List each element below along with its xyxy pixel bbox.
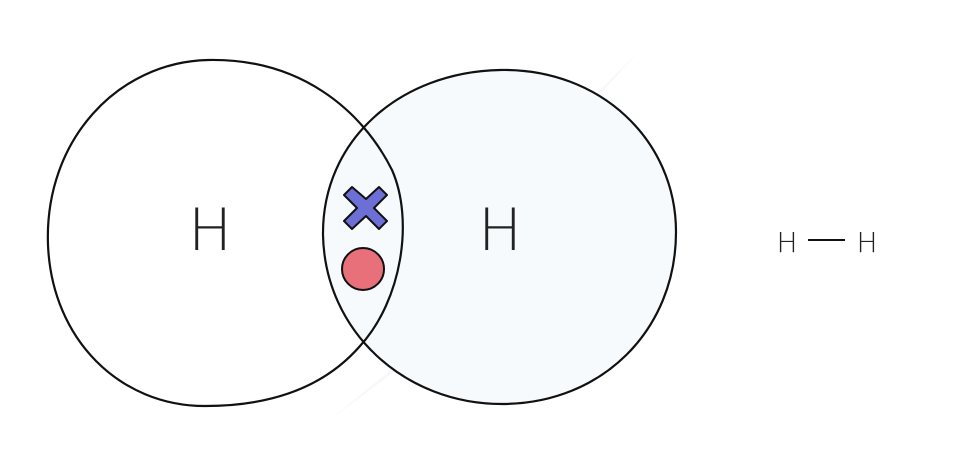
formula-atom-left: H <box>776 226 797 259</box>
right-shell-fill <box>322 69 676 405</box>
left-atom-shell <box>46 58 404 408</box>
right-atom-shell-fill <box>322 69 676 405</box>
dot-icon <box>341 247 385 291</box>
cross-icon <box>343 186 388 230</box>
structural-formula: H H <box>776 226 877 259</box>
atom-label-left: H <box>188 196 232 264</box>
electron-dot-marker <box>341 247 385 291</box>
right-atom-shell <box>321 68 678 406</box>
electron-cross-marker <box>343 186 388 230</box>
formula-atom-right: H <box>856 226 877 259</box>
atom-label-right: H <box>478 196 522 264</box>
